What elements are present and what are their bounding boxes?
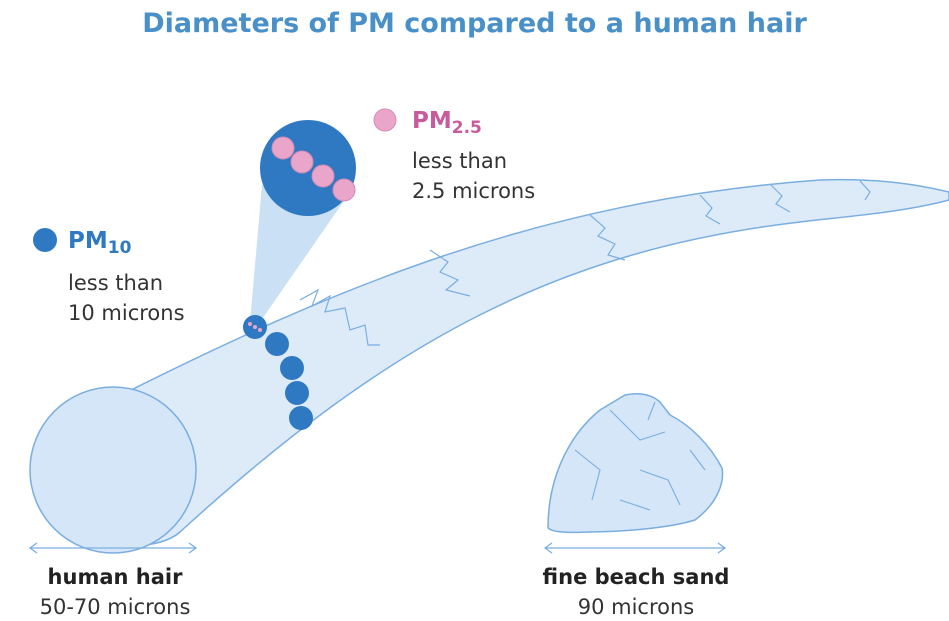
pm25-particle (291, 151, 313, 173)
pm10-description: less than 10 microns (68, 268, 185, 328)
pm25-particle (253, 325, 257, 329)
sand-grain (548, 394, 723, 533)
pm10-particle (289, 406, 313, 430)
pm10-subscript: 10 (108, 238, 132, 258)
sand-width-arrow (545, 543, 725, 553)
pm10-name: PM (68, 228, 108, 254)
hair-strand (115, 180, 949, 546)
pm25-particle (333, 179, 355, 201)
pm10-legend-dot (33, 228, 57, 252)
sand-caption: fine beach sand (505, 565, 767, 589)
pm10-particle (265, 332, 289, 356)
hair-cross-section (30, 387, 196, 553)
pm25-desc-line2: 2.5 microns (412, 176, 535, 206)
hair-size: 50-70 microns (0, 595, 230, 619)
pm25-particle (312, 165, 334, 187)
pm10-label: PM10 (68, 228, 131, 258)
pm25-particle (258, 328, 262, 332)
pm10-particle (280, 356, 304, 380)
sand-size: 90 microns (505, 595, 767, 619)
pm25-particle (248, 322, 252, 326)
pm25-particle (272, 137, 294, 159)
pm25-desc-line1: less than (412, 146, 535, 176)
pm25-subscript: 2.5 (452, 118, 482, 138)
pm10-desc-line2: 10 microns (68, 298, 185, 328)
pm25-name: PM (412, 108, 452, 134)
pm25-label: PM2.5 (412, 108, 482, 138)
pm25-legend-dot (374, 109, 396, 131)
pm10-desc-line1: less than (68, 268, 185, 298)
pm25-description: less than 2.5 microns (412, 146, 535, 206)
pm10-particle (285, 381, 309, 405)
hair-caption: human hair (0, 565, 230, 589)
